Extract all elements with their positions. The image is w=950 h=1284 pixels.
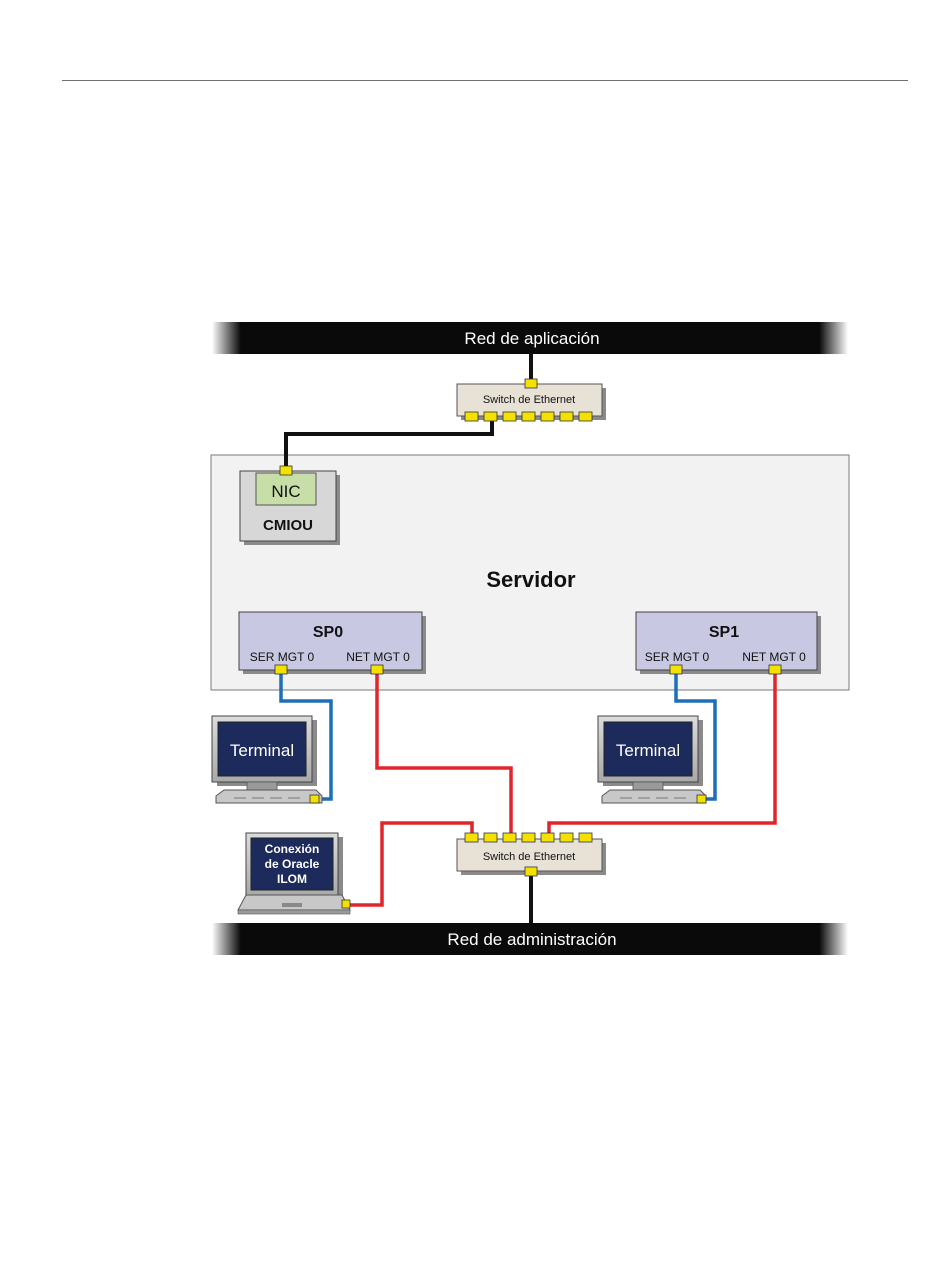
sp0-ser-port-label: SER MGT 0 — [250, 650, 315, 664]
ilom-label-line2: de Oracle — [265, 857, 320, 871]
nic-port — [280, 466, 292, 475]
ilom-laptop-port — [342, 900, 350, 908]
switch-top-uplink-port — [525, 379, 537, 388]
ilom-label-line1: Conexión — [265, 842, 320, 856]
cable-ilom-to-switch — [350, 823, 472, 905]
management-network-label: Red de administración — [447, 930, 616, 949]
terminal-left-label: Terminal — [230, 741, 294, 760]
management-network-bar: Red de administración — [212, 923, 848, 955]
oracle-ilom-laptop: Conexión de Oracle ILOM — [238, 833, 350, 914]
cmiou-module: NIC CMIOU — [240, 471, 340, 545]
switch-label-top: Switch de Ethernet — [483, 394, 575, 406]
nic-label: NIC — [271, 482, 300, 501]
sp1-ser-mgt-port — [670, 665, 682, 674]
terminal-left-port — [310, 795, 319, 803]
sp0-module: SP0 SER MGT 0 NET MGT 0 — [239, 612, 426, 674]
ethernet-switch-management: Switch de Ethernet — [457, 833, 606, 876]
sp1-title: SP1 — [709, 624, 739, 641]
terminal-right: Terminal — [598, 716, 706, 803]
application-network-bar: Red de aplicación — [212, 322, 848, 354]
terminal-right-label: Terminal — [616, 741, 680, 760]
ethernet-switch-application: Switch de Ethernet — [457, 379, 606, 421]
sp1-module: SP1 SER MGT 0 NET MGT 0 — [636, 612, 821, 674]
sp0-net-port-label: NET MGT 0 — [346, 650, 410, 664]
cable-sp0-net-to-switch — [377, 674, 511, 833]
server-title: Servidor — [486, 567, 576, 592]
sp1-net-port-label: NET MGT 0 — [742, 650, 806, 664]
terminal-left: Terminal — [212, 716, 322, 803]
sp0-ser-mgt-port — [275, 665, 287, 674]
cmiou-label: CMIOU — [263, 517, 313, 534]
sp1-ser-port-label: SER MGT 0 — [645, 650, 710, 664]
sp1-net-mgt-port — [769, 665, 781, 674]
switch-bottom-ports — [465, 833, 592, 842]
sp0-title: SP0 — [313, 624, 343, 641]
ilom-label-line3: ILOM — [277, 872, 307, 886]
switch-top-ports — [465, 412, 592, 421]
terminal-right-port — [697, 795, 706, 803]
switch-label-bottom: Switch de Ethernet — [483, 851, 575, 863]
application-network-label: Red de aplicación — [464, 329, 599, 348]
sp0-net-mgt-port — [371, 665, 383, 674]
switch-bottom-uplink-port — [525, 867, 537, 876]
